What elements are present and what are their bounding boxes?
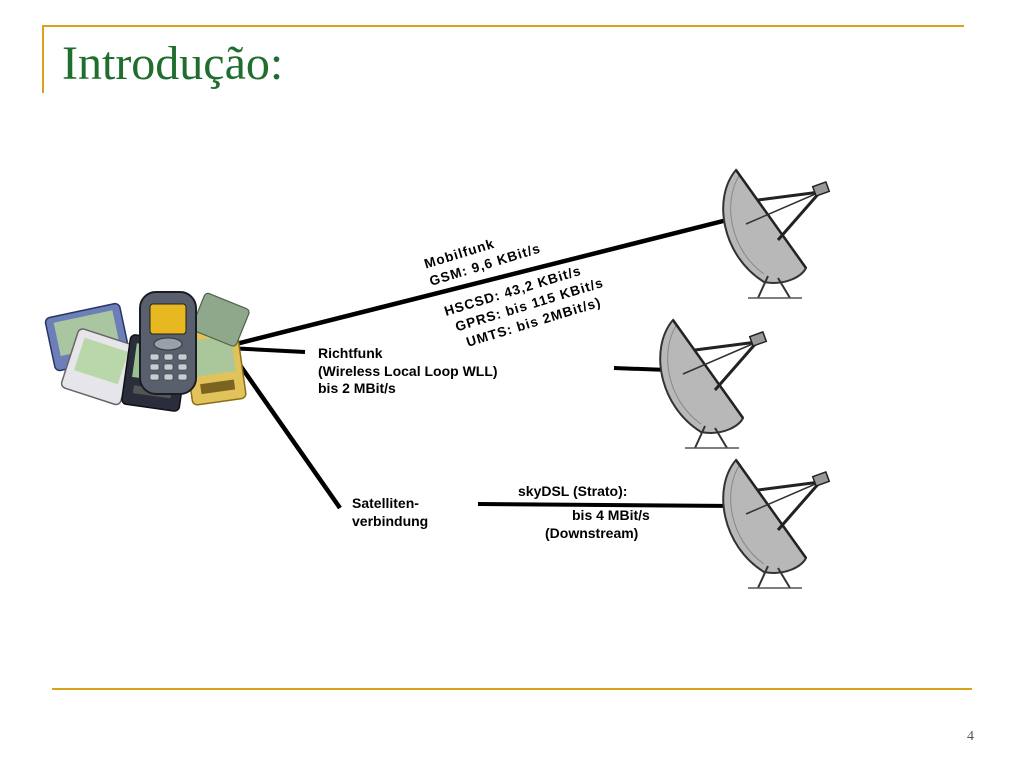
skydsl-link-line: [477, 502, 737, 508]
satellite-dish-icon: [721, 458, 831, 590]
mobile-link-line: [227, 215, 736, 349]
mobile-phone-icon: [139, 291, 197, 395]
satellite-dish-icon: [658, 318, 768, 450]
top-rule: [42, 25, 964, 27]
satellite-dish-icon: [721, 168, 831, 300]
directional-label: Richtfunk: [318, 345, 383, 361]
bottom-rule: [52, 688, 972, 690]
slide-title: Introdução:: [62, 37, 284, 90]
directional-link-line: [227, 346, 306, 354]
satellite-link-line: [226, 346, 342, 510]
directional-label: (Wireless Local Loop WLL): [318, 363, 498, 379]
page-number: 4: [967, 729, 974, 744]
handheld-devices-icon: [44, 292, 250, 412]
skydsl-label: bis 4 MBit/s: [572, 507, 650, 523]
satellite-label: verbindung: [352, 513, 428, 529]
skydsl-label: (Downstream): [545, 525, 638, 541]
title-accent-bar: [42, 25, 44, 93]
satellite-label: Satelliten-: [352, 495, 419, 511]
skydsl-label: skyDSL (Strato):: [518, 483, 627, 499]
directional-link-line-right: [613, 366, 669, 372]
directional-label: bis 2 MBit/s: [318, 380, 396, 396]
